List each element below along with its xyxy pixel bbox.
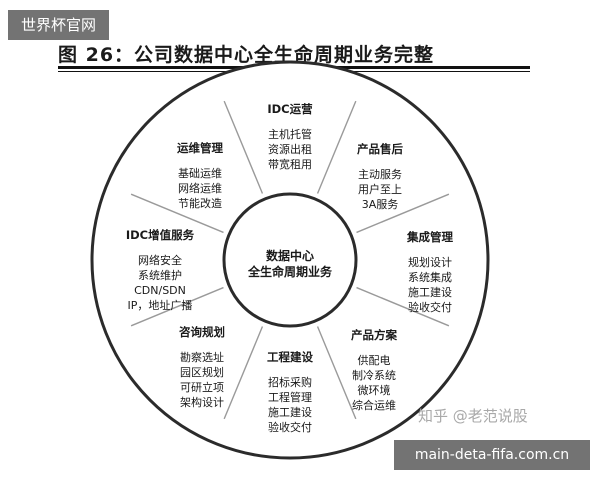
sector-item: 勘察选址: [180, 351, 224, 364]
sector-item: 施工建设: [408, 286, 452, 299]
sector-item: 供配电: [357, 354, 391, 367]
figure-title: 图 26：公司数据中心全生命周期业务完整: [58, 44, 435, 66]
sector-item: 招标采购: [268, 376, 312, 389]
sector-item: 主动服务: [358, 168, 402, 181]
sector-integration-mgmt: 集成管理 规划设计 系统集成 施工建设 验收交付: [390, 230, 470, 315]
sector-ops-mgmt: 运维管理 基础运维 网络运维 节能改造: [160, 141, 240, 211]
sector-product-solution: 产品方案 供配电 制冷系统 微环境 综合运维: [332, 328, 416, 413]
sector-item: 网络安全: [138, 254, 182, 267]
ring-divider: [356, 193, 450, 234]
sector-idc-ops: IDC运营 主机托管 资源出租 带宽租用: [250, 102, 330, 172]
inner-ring: [222, 192, 358, 328]
sector-item: 园区规划: [180, 366, 224, 379]
sector-item: 施工建设: [268, 406, 312, 419]
sector-item: 资源出租: [268, 143, 312, 156]
sector-title: 产品售后: [357, 142, 403, 156]
ring-dividers: [130, 100, 450, 420]
sector-item: 基础运维: [178, 167, 222, 180]
sector-idc-value-added: IDC增值服务 网络安全 系统维护 CDN/SDN IP，地址广播: [112, 228, 208, 313]
ring-divider: [316, 326, 357, 420]
center-label: 数据中心 全生命周期业务: [240, 248, 340, 280]
sector-title: IDC增值服务: [125, 228, 195, 242]
sector-item: 网络运维: [178, 182, 222, 195]
ring-divider: [223, 326, 264, 420]
sector-item: 规划设计: [408, 256, 452, 269]
sector-item: 架构设计: [180, 396, 224, 409]
sector-item: IP，地址广播: [127, 299, 193, 312]
ring-divider: [223, 100, 264, 194]
sector-title: 工程建设: [267, 350, 313, 364]
sector-item: 用户至上: [358, 183, 402, 196]
ring-divider: [130, 193, 224, 234]
sector-item: 制冷系统: [352, 369, 396, 382]
sector-item: 带宽租用: [268, 158, 312, 171]
center-label-line1: 数据中心: [265, 249, 314, 263]
sector-item: 系统集成: [408, 271, 452, 284]
sector-item: CDN/SDN: [134, 284, 186, 297]
sector-consulting: 咨询规划 勘察选址 园区规划 可研立项 架构设计: [162, 325, 242, 410]
sector-title: 咨询规划: [179, 325, 225, 339]
ring-divider: [356, 286, 450, 327]
sector-engineering: 工程建设 招标采购 工程管理 施工建设 验收交付: [250, 350, 330, 435]
watermark-bottom-right: main-deta-fifa.com.cn: [394, 440, 590, 470]
sector-item: 微环境: [357, 384, 391, 397]
center-label-line2: 全生命周期业务: [247, 265, 332, 279]
ring-divider: [130, 286, 224, 327]
watermark-zhihu: 知乎 @老范说股: [418, 407, 528, 425]
sector-item: 验收交付: [268, 421, 312, 434]
sector-title: 运维管理: [177, 141, 223, 155]
sector-item: 系统维护: [138, 269, 182, 282]
sector-item: 节能改造: [178, 197, 222, 210]
sector-title: IDC运营: [267, 102, 313, 116]
sector-item: 综合运维: [352, 399, 396, 412]
sector-title: 集成管理: [407, 230, 453, 244]
sector-item: 3A服务: [361, 198, 399, 211]
sector-item: 可研立项: [180, 381, 224, 394]
sector-title: 产品方案: [351, 328, 397, 342]
sector-item: 验收交付: [408, 301, 452, 314]
watermark-top-left: 世界杯官网: [8, 10, 109, 40]
sector-item: 主机托管: [268, 128, 312, 141]
sector-product-after-sales: 产品售后 主动服务 用户至上 3A服务: [340, 142, 420, 212]
ring-divider: [316, 100, 357, 194]
sector-item: 工程管理: [268, 391, 312, 404]
